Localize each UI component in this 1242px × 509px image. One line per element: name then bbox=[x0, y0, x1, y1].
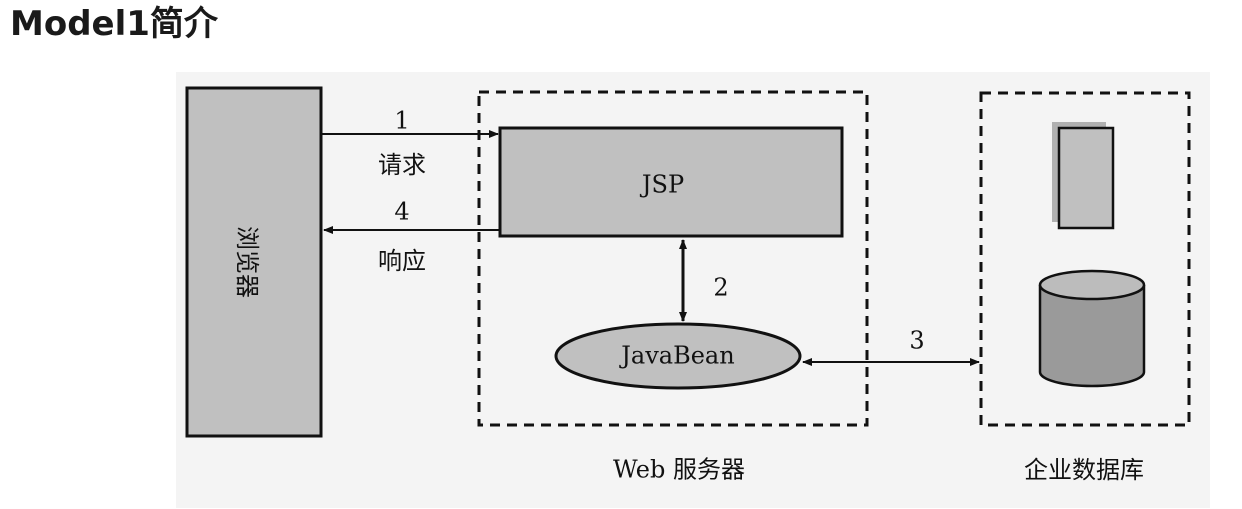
javabean-label: JavaBean bbox=[618, 342, 734, 370]
jsp-bean-number: 2 bbox=[713, 274, 728, 302]
jsp-label: JSP bbox=[639, 171, 684, 199]
page-title: Model1简介 bbox=[10, 4, 218, 44]
response-number: 4 bbox=[394, 198, 409, 226]
browser-label: 浏览器 bbox=[233, 226, 261, 298]
jsp-box bbox=[498, 126, 844, 238]
document-icon bbox=[1057, 126, 1115, 230]
browser-box bbox=[185, 86, 323, 438]
enterprise-db-container bbox=[979, 91, 1191, 427]
request-label: 请求 bbox=[378, 151, 426, 179]
response-label: 响应 bbox=[378, 247, 426, 275]
request-number: 1 bbox=[394, 107, 409, 135]
javabean-ellipse bbox=[554, 322, 802, 390]
database-icon bbox=[1038, 269, 1146, 388]
enterprise-db-caption: 企业数据库 bbox=[1024, 456, 1144, 484]
web-server-container bbox=[477, 90, 869, 427]
web-server-caption: Web 服务器 bbox=[613, 456, 745, 484]
bean-db-number: 3 bbox=[909, 327, 924, 355]
